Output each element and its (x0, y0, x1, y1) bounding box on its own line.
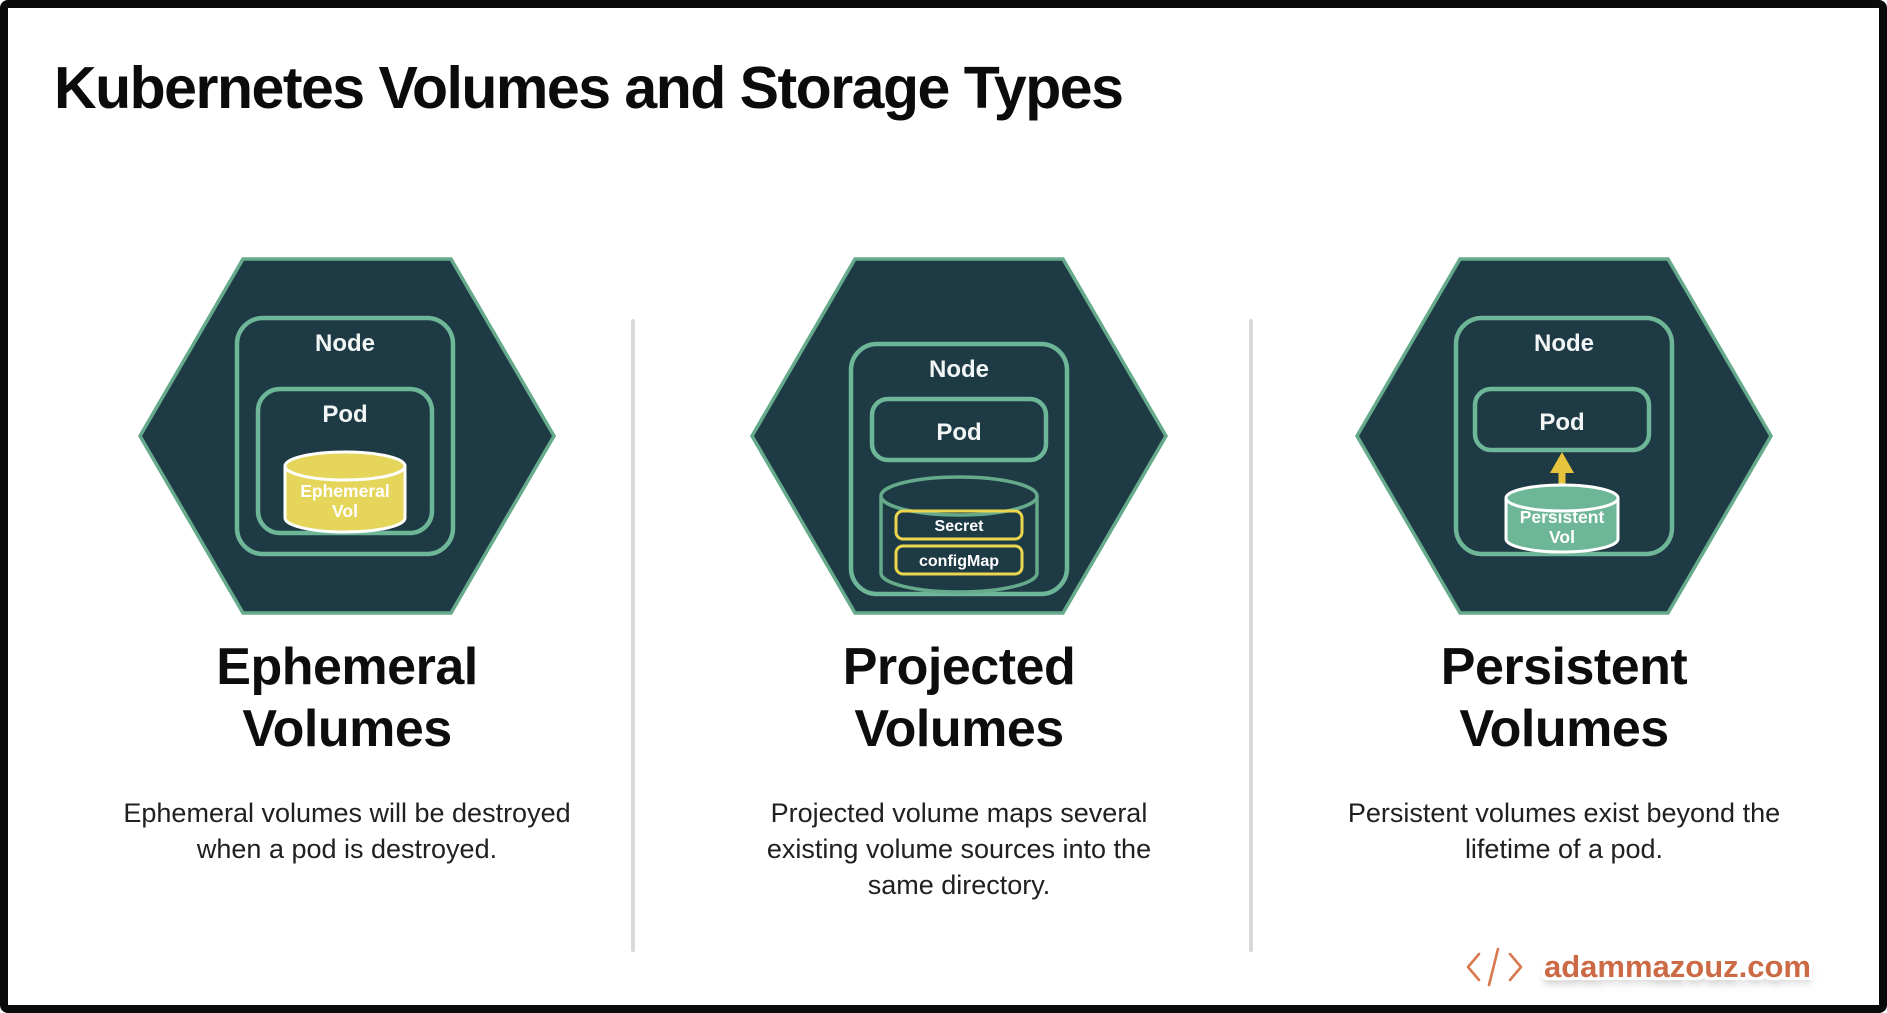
hexagon-shape (1354, 257, 1774, 615)
pod-label: Pod (1539, 409, 1584, 436)
hexagon-shape (137, 257, 557, 615)
cylinder-label-line2: Vol (332, 501, 358, 521)
configmap-label: configMap (919, 553, 999, 570)
pod-box (869, 396, 1049, 463)
secret-chip (894, 509, 1024, 541)
node-box (848, 341, 1070, 597)
cylinder-top (1504, 483, 1620, 513)
projected-volume-cylinder (879, 496, 1039, 594)
ephemeral-volume-cylinder (283, 466, 407, 534)
brand-wordmark: adammazouz.com (1543, 949, 1811, 984)
configmap-chip (894, 544, 1024, 576)
secret-label: Secret (935, 518, 985, 535)
footer-brand: adammazouz.com (1464, 945, 1811, 989)
mount-arrow-head (1550, 452, 1574, 473)
section-heading: Projected Volumes (842, 638, 1076, 759)
node-box (234, 315, 456, 557)
column-ephemeral: Node Pod Ephemeral Vol Ephemeral Volumes… (67, 256, 627, 867)
page-title: Kubernetes Volumes and Storage Types (54, 55, 1124, 121)
ephemeral-hexagon-diagram: Node Pod Ephemeral Vol (137, 257, 557, 615)
projected-hexagon-diagram: Node Pod Secret configMap (749, 257, 1169, 615)
column-divider (631, 319, 635, 952)
column-persistent: Node Pod Persistent Vol Persistent Volum… (1284, 256, 1844, 867)
pod-label: Pod (936, 419, 981, 446)
section-description: Projected volume maps several existing v… (766, 797, 1152, 901)
cylinder-label-line2: Vol (1549, 527, 1575, 547)
code-icon (1466, 947, 1523, 987)
pod-label: Pod (322, 401, 367, 428)
column-projected: Node Pod Secret configMap Projected Volu… (679, 256, 1239, 903)
cylinder-label-line1: Persistent (1520, 507, 1605, 527)
section-heading: Persistent Volumes (1440, 638, 1688, 759)
persistent-hexagon-diagram: Node Pod Persistent Vol (1354, 257, 1774, 615)
pod-box (1472, 386, 1652, 453)
cylinder-top (879, 475, 1039, 517)
cylinder-label-line1: Ephemeral (300, 481, 389, 501)
section-description: Persistent volumes exist beyond the life… (1347, 797, 1781, 864)
cylinder-top (283, 450, 407, 482)
section-heading: Ephemeral Volumes (216, 638, 478, 759)
node-label: Node (929, 356, 989, 383)
hexagon-shape (749, 257, 1169, 615)
node-label: Node (315, 330, 375, 357)
node-label: Node (1534, 330, 1594, 357)
persistent-volume-cylinder (1504, 498, 1620, 554)
column-divider (1249, 319, 1253, 952)
node-box (1453, 315, 1675, 557)
section-description: Ephemeral volumes will be destroyed when… (123, 797, 571, 864)
